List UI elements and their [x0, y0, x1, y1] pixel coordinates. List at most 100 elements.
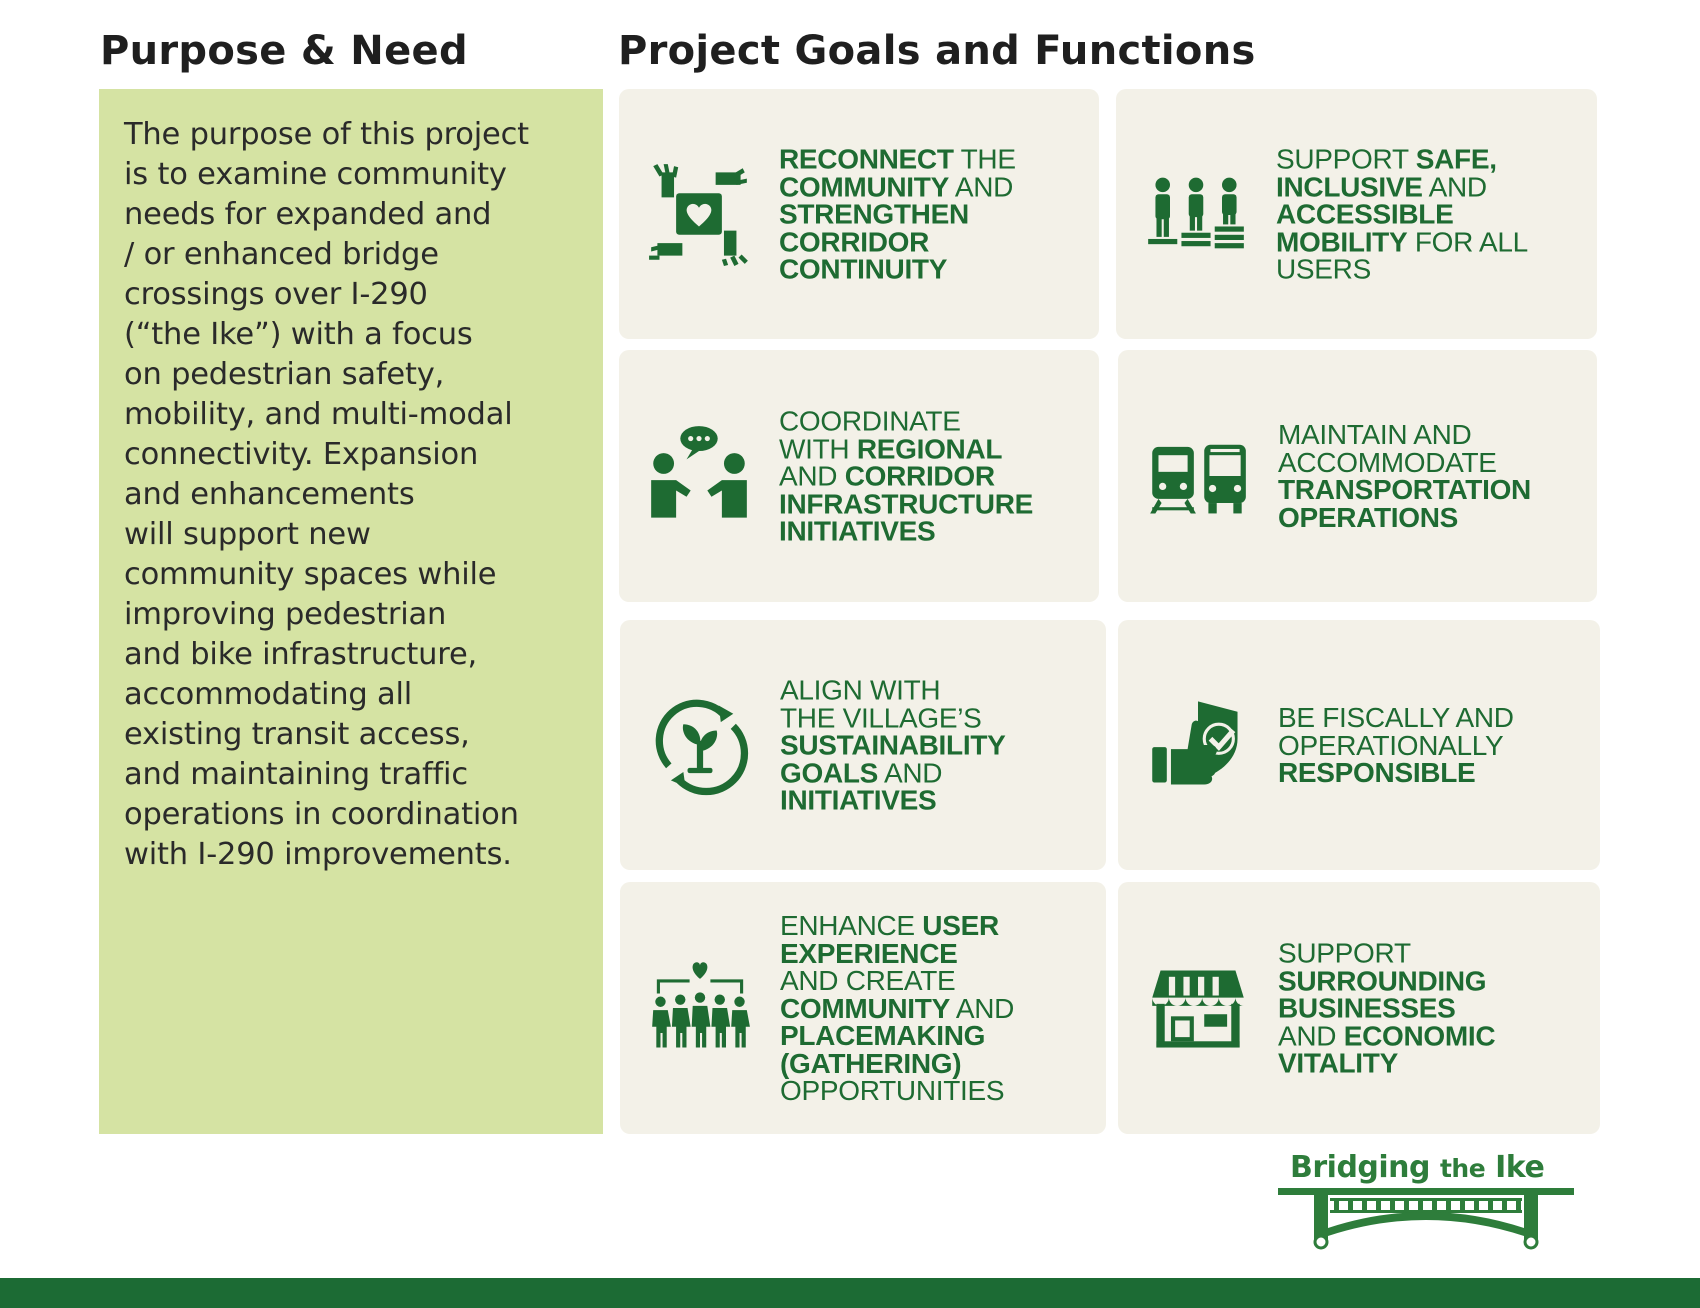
bridging-the-ike-logo: Bridging the Ike — [1278, 1150, 1574, 1250]
goal-bold-text: responsible — [1278, 756, 1476, 788]
goal-text: Align withthe village’ssustainabilitygoa… — [780, 676, 1006, 814]
goal-line: vitality — [1278, 1049, 1495, 1077]
goal-line: transportation — [1278, 476, 1531, 504]
goal-line: responsible — [1278, 756, 1514, 788]
goal-regular-text: and — [878, 756, 943, 788]
goal-line: (gathering) — [780, 1049, 1014, 1077]
community-group-icon — [648, 956, 752, 1060]
goal-regular-text: and — [948, 170, 1014, 202]
goal-line: Enhance user — [780, 909, 1014, 941]
goal-text: Support safe,inclusive andaccessiblemobi… — [1276, 145, 1528, 283]
goal-line: community and — [780, 994, 1014, 1022]
goal-line: the village’s — [780, 703, 1006, 731]
goal-bold-text: (gathering) — [780, 1047, 962, 1079]
goal-line: inclusive and — [1276, 170, 1528, 202]
goal-bold-text: user — [922, 909, 999, 941]
goal-regular-text: accommodate — [1278, 446, 1497, 478]
goal-line: and economic — [1278, 1019, 1496, 1051]
goal-bold-text: goals — [780, 756, 879, 788]
goal-regular-text: Be fiscally and — [1278, 701, 1514, 733]
logo-word-the: the — [1439, 1154, 1486, 1183]
goal-text: Maintain andaccommodatetransportationope… — [1278, 421, 1531, 533]
goal-bold-text: vitality — [1278, 1047, 1398, 1079]
goal-bold-text: transportation — [1278, 474, 1531, 505]
logo-wordmark: Bridging the Ike — [1290, 1150, 1545, 1185]
goal-line: operations — [1278, 501, 1531, 533]
goal-card-safe-mobility: Support safe,inclusive andaccessiblemobi… — [1116, 89, 1597, 339]
goal-regular-text: Align with — [780, 674, 941, 706]
goal-bold-text: corridor — [779, 225, 930, 257]
goal-bold-text: mobility — [1276, 225, 1408, 257]
goal-line: mobility for all — [1276, 225, 1528, 257]
goals-heading: Project Goals and Functions — [618, 28, 1256, 74]
goal-line: initiatives — [779, 517, 1033, 545]
goal-line: goals and — [780, 756, 1006, 788]
goal-text: Enhance userexperienceand createcommunit… — [780, 909, 1014, 1104]
goal-card-sustainability: Align withthe village’ssustainabilitygoa… — [620, 620, 1106, 870]
goal-bold-text: economic — [1343, 1019, 1496, 1051]
goal-regular-text: and — [779, 460, 845, 492]
hands-heart-icon — [647, 162, 751, 266]
coordination-people-icon — [647, 424, 751, 528]
goal-bold-text: community — [780, 992, 950, 1024]
goal-bold-text: initiatives — [779, 515, 936, 547]
goal-bold-text: sustainability — [780, 729, 1006, 761]
goal-regular-text: Support — [1276, 143, 1416, 175]
goal-regular-text: for all — [1407, 225, 1528, 257]
goal-line: businesses — [1278, 994, 1495, 1022]
goal-line: Support safe, — [1276, 145, 1528, 173]
goal-card-coordinate: Coordinatewith regionaland corridorinfra… — [619, 350, 1099, 602]
goal-line: Support — [1278, 939, 1495, 967]
footer-bar — [0, 1278, 1700, 1308]
goal-bold-text: infrastructure — [779, 487, 1034, 519]
goal-line: Be fiscally and — [1278, 701, 1514, 733]
goal-regular-text: and — [1422, 170, 1488, 202]
goal-bold-text: community — [779, 170, 949, 202]
goal-regular-text: and — [1278, 1019, 1344, 1051]
goal-bold-text: regional — [856, 432, 1003, 464]
goal-bold-text: accessible — [1276, 198, 1454, 230]
goal-line: initiatives — [780, 786, 1006, 814]
goal-bold-text: Reconnect — [779, 143, 954, 175]
logo-word-bridging: Bridging — [1290, 1150, 1431, 1185]
goal-line: corridor — [779, 225, 1016, 257]
goal-bold-text: inclusive — [1276, 170, 1423, 202]
goal-card-businesses: Supportsurroundingbusinessesand economic… — [1118, 882, 1600, 1134]
goal-text: Be fiscally andoperationallyresponsible — [1278, 701, 1514, 788]
logo-word-ike: Ike — [1495, 1150, 1545, 1185]
equity-people-icon — [1144, 162, 1248, 266]
purpose-panel: The purpose of this project is to examin… — [99, 89, 603, 1134]
goal-line: operationally — [1278, 731, 1514, 759]
goal-bold-text: placemaking — [780, 1019, 986, 1051]
goal-line: and create — [780, 966, 1014, 994]
goal-line: sustainability — [780, 731, 1006, 759]
goal-regular-text: and — [949, 992, 1015, 1024]
goal-line: infrastructure — [779, 487, 1034, 519]
purpose-text: The purpose of this project is to examin… — [124, 117, 529, 872]
goal-line: opportunities — [780, 1076, 1014, 1104]
goal-line: users — [1276, 255, 1528, 283]
goal-bold-text: safe, — [1415, 143, 1497, 175]
goal-text: Coordinatewith regionaland corridorinfra… — [779, 407, 1033, 545]
goal-line: Coordinate — [779, 407, 1033, 435]
goal-line: surrounding — [1278, 964, 1495, 996]
goal-bold-text: surrounding — [1278, 964, 1487, 996]
goal-regular-text: Support — [1278, 937, 1411, 969]
goal-line: accessible — [1276, 200, 1528, 228]
goal-bold-text: operations — [1278, 501, 1459, 533]
goal-line: Align with — [780, 676, 1006, 704]
goal-regular-text: with — [779, 432, 857, 464]
train-bus-icon — [1146, 424, 1250, 528]
goal-line: Reconnect the — [779, 145, 1016, 173]
bridge-logo-icon — [1278, 1188, 1574, 1250]
goal-line: Maintain and — [1278, 421, 1531, 449]
goal-line: community and — [779, 170, 1016, 202]
goal-line: accommodate — [1278, 446, 1531, 478]
storefront-icon — [1146, 956, 1250, 1060]
goal-line: experience — [780, 939, 1014, 967]
sustainability-plant-icon — [648, 693, 752, 797]
goal-regular-text: users — [1276, 253, 1371, 285]
purpose-heading: Purpose & Need — [100, 28, 468, 74]
goal-card-placemaking: Enhance userexperienceand createcommunit… — [620, 882, 1106, 1134]
goal-bold-text: businesses — [1278, 992, 1456, 1024]
